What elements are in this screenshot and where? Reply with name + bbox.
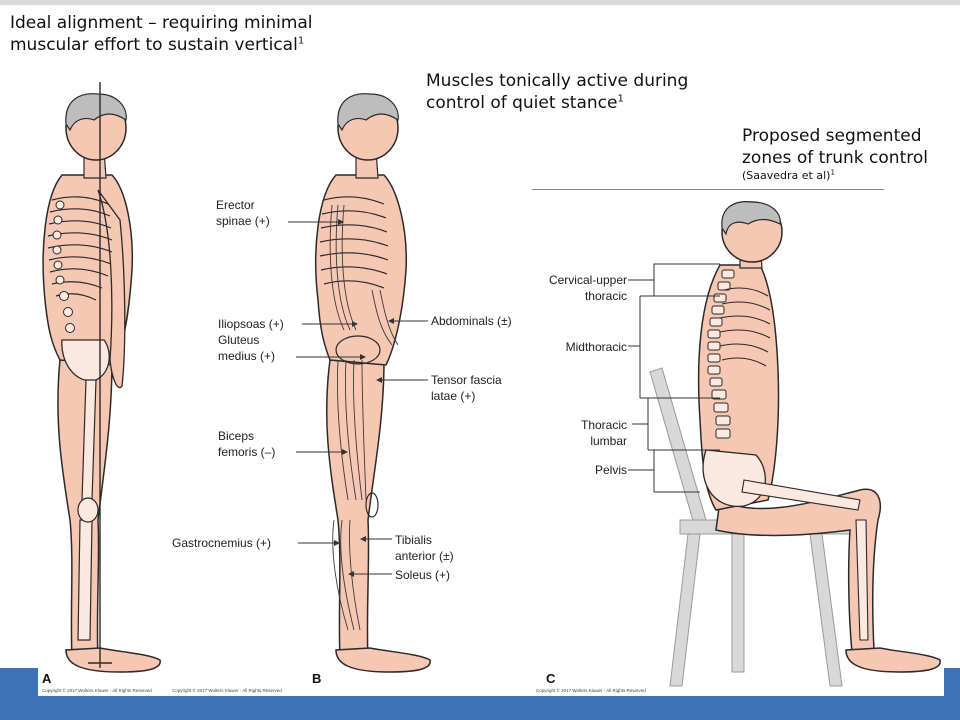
- copyright-a: Copyright © 2017 Wolters Kluwer - All Ri…: [42, 688, 152, 693]
- label-cervical-upper-thoracic: Cervical-upper thoracic: [548, 273, 627, 303]
- figure-c-seated: [628, 201, 941, 687]
- label-soleus: Soleus (+): [395, 568, 451, 582]
- panel-letter-b: B: [312, 671, 322, 686]
- heading-c-line1: Proposed segmented: [742, 126, 922, 146]
- heading-a-line2: muscular effort to sustain vertical1: [10, 35, 305, 55]
- label-thoracic-lumbar: Thoracic lumbar: [580, 418, 627, 448]
- heading-c-note: (Saavedra et al)1: [742, 168, 835, 182]
- figure-a-standing: [42, 82, 161, 673]
- label-erector-spinae: Erector spinae (+): [216, 198, 270, 228]
- label-midthoracic: Midthoracic: [565, 340, 627, 354]
- heading-b: Muscles tonically active during control …: [426, 70, 688, 114]
- heading-a: Ideal alignment – requiring minimal musc…: [10, 12, 313, 56]
- label-gluteus-medius: Gluteus medius (+): [218, 333, 276, 363]
- label-tensor-fascia-latae: Tensor fascia latae (+): [431, 373, 502, 403]
- copyright-b: Copyright © 2017 Wolters Kluwer - All Ri…: [172, 688, 282, 693]
- heading-c-line2: zones of trunk control: [742, 148, 928, 168]
- heading-c-sup: 1: [830, 168, 835, 177]
- heading-b-sup: 1: [617, 93, 624, 105]
- heading-c: Proposed segmented zones of trunk contro…: [742, 125, 928, 183]
- label-pelvis: Pelvis: [594, 463, 627, 477]
- figure-b-muscles: [288, 93, 431, 673]
- top-rule: [0, 0, 960, 5]
- heading-b-line2: control of quiet stance1: [426, 93, 624, 113]
- label-tibialis-anterior: Tibialis anterior (±): [395, 533, 454, 563]
- copyright-c: Copyright © 2017 Wolters Kluwer - All Ri…: [536, 688, 646, 693]
- panel-letter-a: A: [42, 671, 52, 686]
- heading-c-rule: [532, 189, 884, 190]
- heading-b-line1: Muscles tonically active during: [426, 71, 689, 91]
- panel-letter-c: C: [546, 671, 556, 686]
- heading-a-sup: 1: [297, 35, 305, 47]
- label-gastrocnemius: Gastrocnemius (+): [172, 536, 272, 550]
- label-abdominals: Abdominals (±): [431, 314, 512, 328]
- label-biceps-femoris: Biceps femoris (–): [218, 429, 276, 459]
- label-iliopsoas: Iliopsoas (+): [218, 317, 284, 331]
- heading-a-line1: Ideal alignment – requiring minimal: [10, 13, 313, 33]
